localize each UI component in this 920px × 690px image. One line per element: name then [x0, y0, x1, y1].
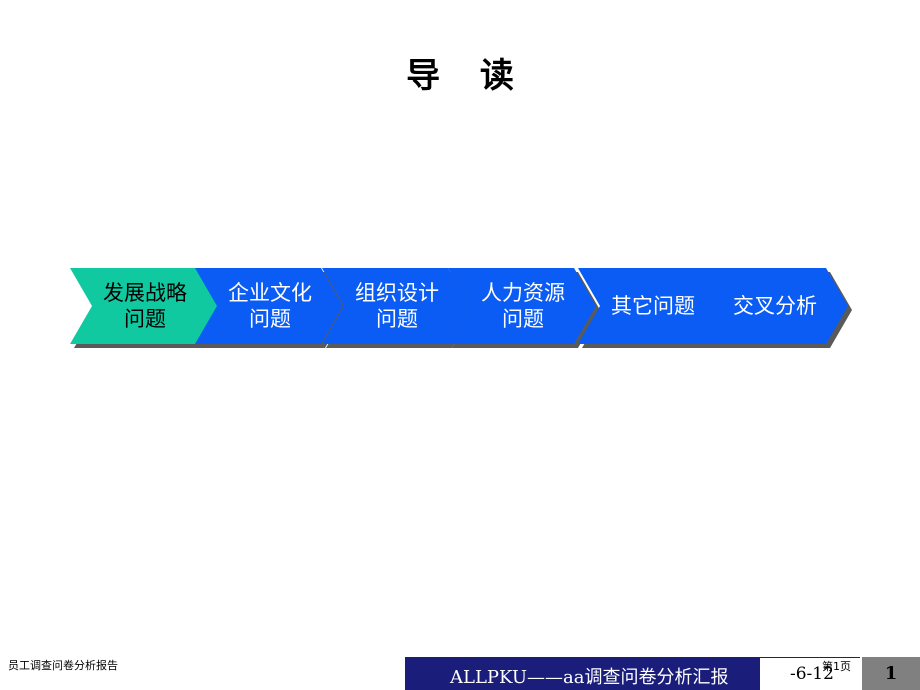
- footer-date-box: [760, 658, 860, 690]
- step-chevron: [578, 268, 726, 344]
- slide-title: 导 读: [406, 56, 528, 96]
- page-number-box: [862, 657, 920, 690]
- step-label: 其它问题: [611, 294, 695, 318]
- footer-report-name: 员工调查问卷分析报告: [8, 659, 118, 672]
- footer-center-text: ALLPKU——aa调查问卷分析汇报: [450, 667, 729, 688]
- step-label: 组织设计 问题: [355, 281, 439, 331]
- page-number: 1: [884, 663, 898, 684]
- step-label: 交叉分析: [733, 294, 817, 318]
- step-label: 企业文化 问题: [228, 281, 312, 331]
- step-label: 人力资源 问题: [481, 281, 565, 331]
- step-chevron: [195, 268, 343, 344]
- step-chevron: [448, 268, 596, 344]
- footer-date: -6-12: [790, 664, 834, 684]
- step-chevron: [70, 268, 218, 344]
- step-chevron: [322, 268, 470, 344]
- step-label: 发展战略 问题: [103, 281, 187, 331]
- step-chevron: [700, 268, 848, 344]
- page-label: 第1页: [822, 660, 851, 673]
